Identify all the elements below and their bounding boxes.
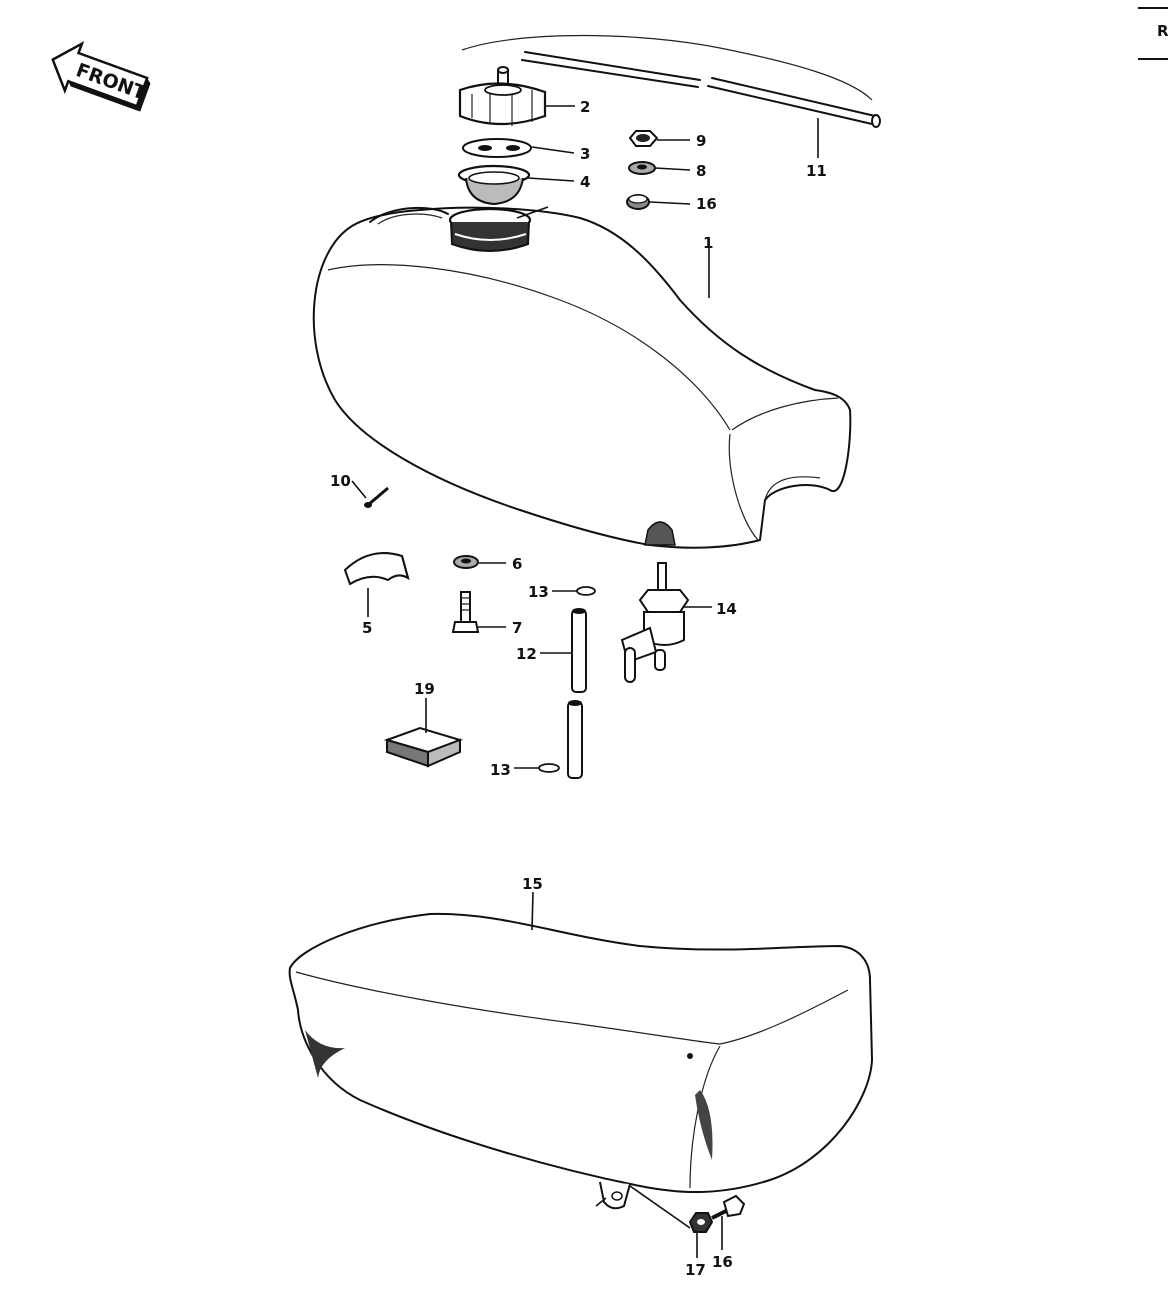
callout-8: 8	[696, 162, 706, 180]
nut-17	[688, 1212, 714, 1233]
callout-16-bottom: 16	[712, 1253, 733, 1271]
callout-9: 9	[696, 132, 706, 150]
screw-10	[364, 486, 389, 508]
cap-gasket	[462, 138, 532, 158]
nut-9	[628, 130, 659, 147]
bolt-18	[711, 1194, 746, 1220]
callout-13-bottom: 13	[490, 761, 511, 779]
callout-11: 11	[806, 162, 827, 180]
grommet-16	[626, 194, 650, 210]
callout-5: 5	[362, 619, 372, 637]
callout-2: 2	[580, 98, 590, 116]
leader-lines	[351, 105, 819, 1258]
callout-19: 19	[414, 680, 435, 698]
o-ring-13-bottom	[538, 763, 560, 773]
callout-14: 14	[716, 600, 737, 618]
strainer-cup	[457, 164, 531, 206]
o-ring-13-top	[576, 586, 596, 596]
pipe-12	[567, 608, 587, 779]
front-arrow-badge: FRONT	[51, 40, 151, 112]
bolt-7	[451, 591, 480, 633]
callout-4: 4	[580, 173, 590, 191]
callout-17: 17	[685, 1261, 706, 1279]
callout-15: 15	[522, 875, 543, 893]
callout-13-top: 13	[528, 583, 549, 601]
fuel-cap	[458, 66, 547, 126]
fuel-tank	[312, 206, 852, 549]
callout-6: 6	[512, 555, 522, 573]
callout-3: 3	[580, 145, 590, 163]
seat	[288, 912, 873, 1210]
hose-tube	[461, 34, 881, 128]
callout-7: 7	[512, 619, 522, 637]
callout-12: 12	[516, 645, 537, 663]
washer-6	[453, 555, 479, 569]
callout-1: 1	[703, 234, 713, 252]
washer-8	[628, 161, 656, 175]
corner-mark: R	[1157, 22, 1168, 40]
callout-10: 10	[330, 472, 351, 490]
rubber-damper	[343, 552, 410, 586]
rubber-block-19	[383, 726, 464, 768]
callout-16-top: 16	[696, 195, 717, 213]
fuel-tap	[620, 562, 690, 683]
